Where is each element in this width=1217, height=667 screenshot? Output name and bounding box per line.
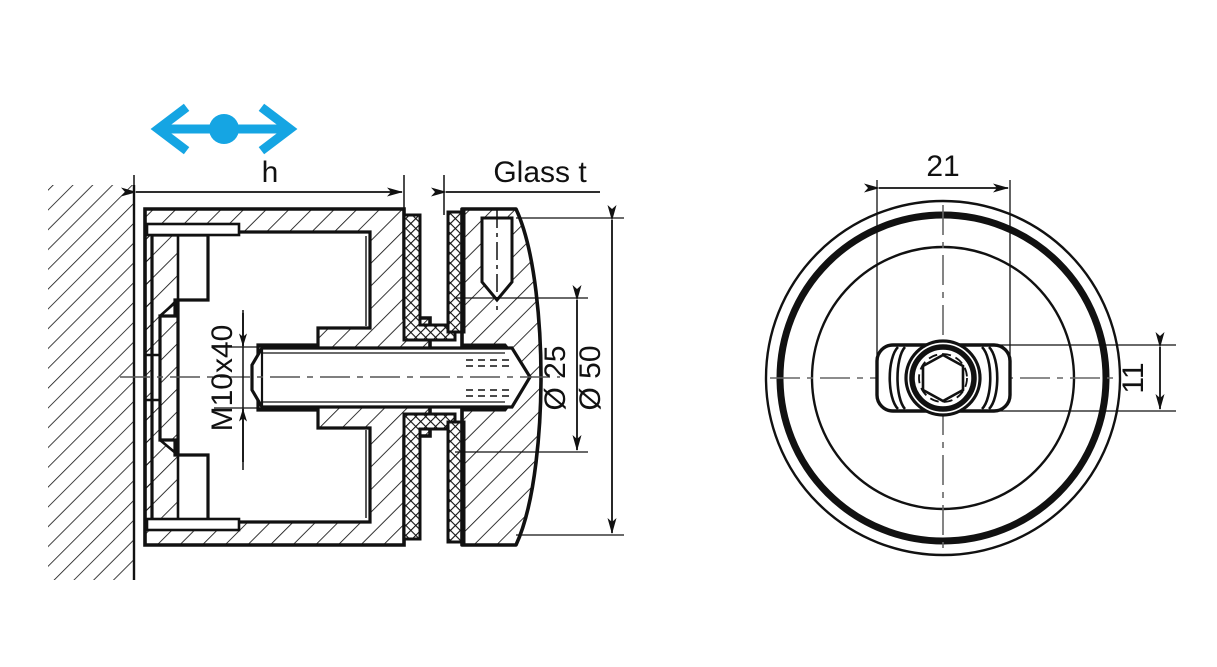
arrow-right-icon (258, 103, 298, 155)
dimension-11: 11 (1000, 332, 1176, 412)
adjust-handle-dot (209, 114, 239, 144)
dimension-d25: Ø 25 (455, 285, 588, 453)
arrow-left-icon (150, 103, 190, 155)
dimension-thread-label: M10x40 (206, 325, 239, 432)
adjustable-range-indicator (150, 103, 298, 155)
dimension-d50-label: Ø 50 (574, 345, 607, 410)
dimension-thread: M10x40 (206, 310, 262, 470)
dimension-d25-label: Ø 25 (539, 345, 572, 410)
outer-circle (764, 199, 1122, 557)
dimension-glass-t-label: Glass t (493, 156, 587, 189)
wall-section (48, 185, 136, 580)
dimension-21: 21 (864, 150, 1011, 355)
dimension-h: h (121, 156, 405, 215)
hex-socket (921, 353, 965, 403)
front-elevation-view (764, 199, 1122, 557)
dimension-21-label: 21 (926, 150, 959, 183)
dimension-d50: Ø 50 (516, 205, 624, 536)
dimension-glass-t: Glass t (431, 156, 600, 215)
dimension-h-label: h (262, 156, 279, 189)
gasket-group (402, 210, 466, 544)
dimension-11-label: 11 (1117, 362, 1150, 393)
